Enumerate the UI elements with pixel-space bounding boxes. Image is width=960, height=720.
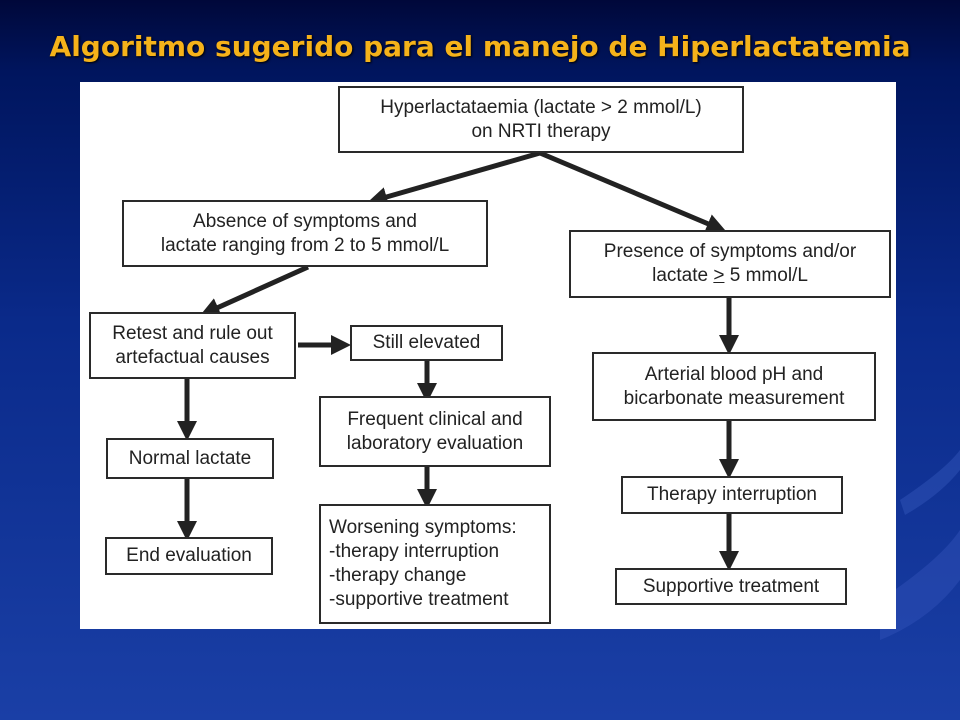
node-text: Still elevated [372,332,481,353]
page-title: Algoritmo sugerido para el manejo de Hip… [49,30,911,63]
node-text: End evaluation [126,545,252,566]
node-normal-lactate: Normal lactate [106,438,274,479]
node-hyperlactataemia: Hyperlactataemia (lactate > 2 mmol/L) on… [338,86,744,153]
node-text: Presence of symptoms and/or [603,241,857,262]
node-arterial-blood-ph: Arterial blood pH and bicarbonate measur… [592,352,876,421]
node-text: Supportive treatment [642,575,820,597]
node-presence-of-symptoms: Presence of symptoms and/or lactate > 5 … [569,230,891,298]
node-retest: Retest and rule out artefactual causes [89,312,296,379]
node-text: -therapy interruption [329,541,500,562]
node-text: Absence of symptoms and [193,210,417,232]
flowchart-panel: Hyperlactataemia (lactate > 2 mmol/L) on… [80,82,896,629]
node-text: lactate [652,265,714,286]
node-text-line2: lactate > 5 mmol/L [652,264,808,288]
node-text: on NRTI therapy [471,120,611,142]
node-text: Arterial blood pH and [644,363,824,385]
node-text: bicarbonate measurement [623,387,845,409]
node-text: Therapy interruption [646,484,818,505]
node-absence-of-symptoms: Absence of symptoms and lactate ranging … [122,200,488,267]
node-text: -supportive treatment [329,589,509,610]
arrow-root-to-absence [367,150,541,207]
node-text: artefactual causes [115,346,270,368]
node-frequent-evaluation: Frequent clinical and laboratory evaluat… [319,396,551,467]
greater-or-equal-symbol: > [713,265,725,286]
node-worsening-symptoms: Worsening symptoms: -therapy interruptio… [319,504,551,624]
flowchart-arrows [177,150,739,571]
arrow-root-to-presence [539,150,727,233]
node-supportive-treatment: Supportive treatment [615,568,847,605]
node-text: Retest and rule out [112,322,273,344]
node-still-elevated: Still elevated [350,325,503,361]
node-text: Worsening symptoms: [329,517,517,538]
node-text: laboratory evaluation [346,432,524,454]
node-end-evaluation: End evaluation [105,537,273,575]
node-text: 5 mmol/L [724,265,808,286]
arrow-absence-to-retest [199,264,310,317]
node-therapy-interruption: Therapy interruption [621,476,843,514]
node-text: Frequent clinical and [347,408,523,430]
node-text: Hyperlactataemia (lactate > 2 mmol/L) [380,96,702,118]
node-text: Normal lactate [128,447,252,469]
node-text: -therapy change [329,565,467,586]
node-text: lactate ranging from 2 to 5 mmol/L [160,234,450,256]
